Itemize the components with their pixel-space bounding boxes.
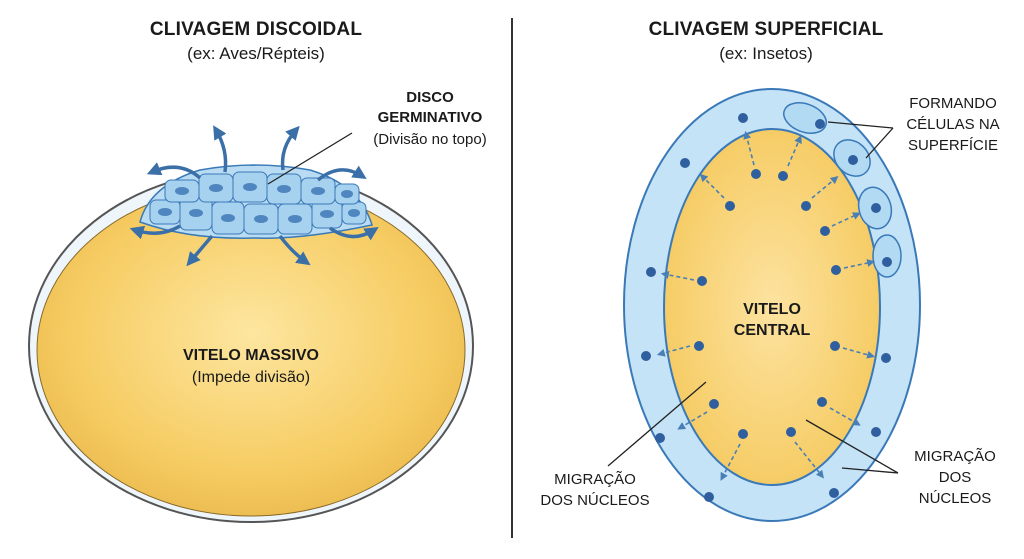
yolk-sublabel: (Impede divisão) <box>191 369 311 386</box>
periplasm-nuclei <box>641 113 892 502</box>
migration-arrows <box>656 130 876 481</box>
right-subtitle: (ex: Insetos) <box>719 44 813 63</box>
forming-label-line1: FORMANDO <box>909 95 997 112</box>
label-leaders <box>607 121 899 474</box>
yolk-label: VITELO MASSIVO <box>182 347 319 364</box>
superficial-egg <box>623 88 921 522</box>
panel-divider <box>511 18 513 538</box>
right-title: CLIVAGEM SUPERFICIAL <box>648 19 884 40</box>
germinal-disc <box>139 164 373 239</box>
migrating-nuclei <box>694 169 841 439</box>
forming-label-line2: CÉLULAS NA <box>906 116 1000 133</box>
migration-left-line2: DOS NÚCLEOS <box>540 492 650 509</box>
migration-right-line2: DOS <box>938 469 972 486</box>
central-yolk-label-line2: CENTRAL <box>733 322 811 339</box>
division-arrows <box>129 125 379 267</box>
migration-right-line3: NÚCLEOS <box>918 490 992 507</box>
discoidal-egg <box>28 169 474 523</box>
disc-leader-line <box>267 132 353 185</box>
disc-label-line1: DISCO <box>406 89 454 106</box>
disc-label-line3: (Divisão no topo) <box>373 131 487 148</box>
migration-right-line1: MIGRAÇÃO <box>914 448 996 465</box>
left-subtitle: (ex: Aves/Répteis) <box>187 44 325 63</box>
central-yolk-label-line1: VITELO <box>743 301 801 318</box>
left-title: CLIVAGEM DISCOIDAL <box>149 19 363 40</box>
forming-label-line3: SUPERFÍCIE <box>907 137 998 154</box>
migration-left-line1: MIGRAÇÃO <box>554 471 636 488</box>
disc-label-line2: GERMINATIVO <box>377 109 483 126</box>
